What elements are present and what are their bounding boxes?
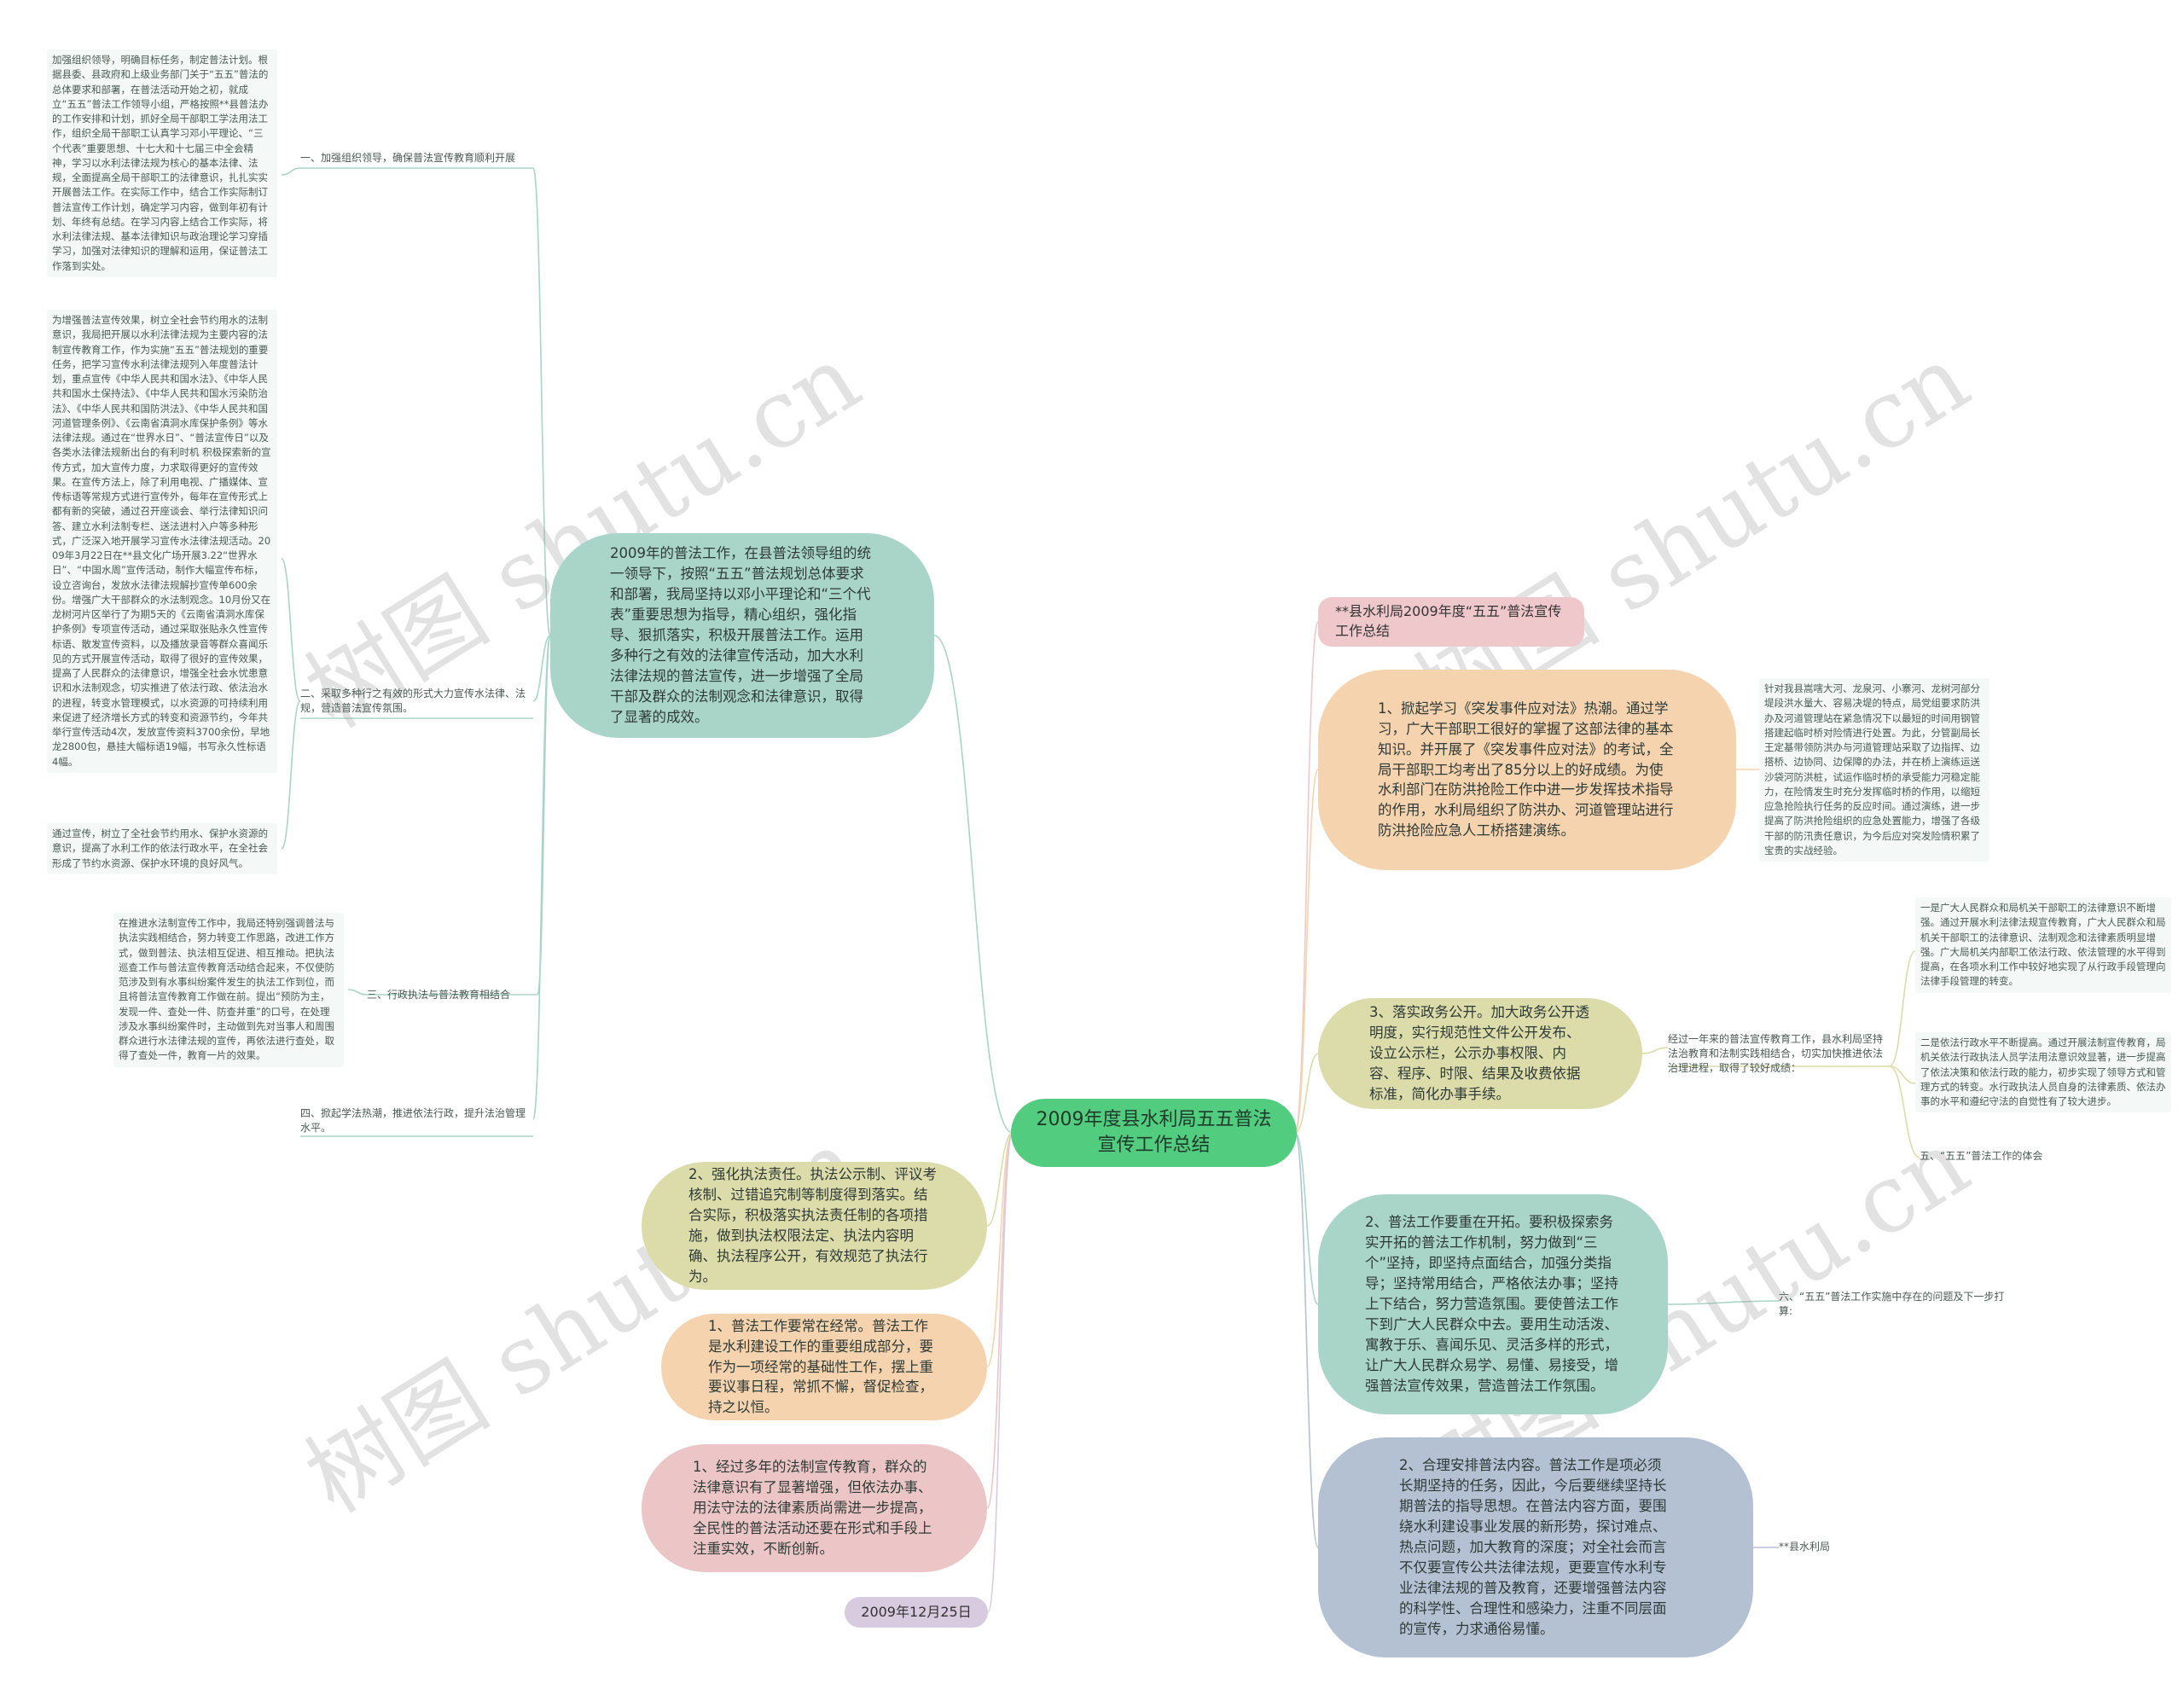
enforcement-node[interactable]: 2、强化执法责任。执法公示制、评议考核制、过错追究制等制度得到落实。结合实际，积… [642,1162,987,1290]
date-text: 2009年12月25日 [861,1603,972,1620]
link-sec1 [532,167,551,636]
central-topic[interactable]: 2009年度县水利局五五普法宣传工作总结 [1011,1099,1297,1167]
report-title-text: **县水利局2009年度“五五”普法宣传工作总结 [1335,603,1562,639]
emergency-law-text: 1、掀起学习《突发事件应对法》热潮。通过学习，广大干部职工很好的掌握了这部法律的… [1378,700,1674,839]
content-planning-text: 2、合理安排普法内容。普法工作是项必须长期坚持的任务，因此，今后要继续坚持长期普… [1399,1457,1667,1637]
link-awareness [986,1132,1014,1509]
author-label[interactable]: **县水利局 [1779,1541,1831,1553]
problems-label[interactable]: 六、“五五”普法工作实施中存在的问题及下一步打算: [1779,1291,2005,1318]
transparency-node[interactable]: 3、落实政务公开。加大政务公开透明度，实行规范性文件公开发布、设立公示栏，公示办… [1318,998,1642,1109]
achievements-label[interactable]: 经过一年来的普法宣传教育工作，县水利局坚持法治教育和法制实践相结合，切实加快推进… [1668,1033,1884,1075]
section-2-detail: 为增强普法宣传效果，树立全社会节约用水的法制意识，我局把开展以水利法律法规为主要… [47,310,277,773]
section-3-detail: 在推进水法制宣传工作中，我局还特别强调普法与执法实践相结合，努力转变工作思路，改… [113,913,344,1067]
enforcement-text: 2、强化执法责任。执法公示制、评议考核制、过错追究制等制度得到落实。结合实际，积… [688,1166,937,1285]
central-topic-label: 2009年度县水利局五五普法宣传工作总结 [1036,1109,1272,1156]
link-sec2-detail [281,558,301,702]
regular-work-node[interactable]: 1、普法工作要常在经常。普法工作是水利建设工作的重要组成部分，要作为一项经常的基… [661,1314,987,1420]
awareness-node[interactable]: 1、经过多年的法制宣传教育，群众的法律意识有了显著增强，但依法办事、用法守法的法… [642,1444,987,1572]
section-2-detail-2: 通过宣传，树立了全社会节约用水、保护水资源的意识，提高了水利工作的依法行政水平，… [47,823,277,874]
emergency-law-node[interactable]: 1、掀起学习《突发事件应对法》热潮。通过学习，广大干部职工很好的掌握了这部法律的… [1318,670,1736,870]
section-1-detail: 加强组织领导，明确目标任务，制定普法计划。根据县委、县政府和上级业务部门关于“五… [47,49,277,277]
link-content [1294,1132,1319,1548]
link-achievements [1641,1047,1669,1054]
regular-work-text: 1、普法工作要常在经常。普法工作是水利建设工作的重要组成部分，要作为一项经常的基… [708,1317,933,1416]
link-ach-1 [1889,950,1916,1067]
link-sec1-detail [281,167,301,176]
emergency-law-detail: 针对我县嵩嗐大河、龙泉河、小寨河、龙树河部分堤段洪水量大、容易决堤的特点，局党组… [1759,678,1989,862]
link-problems [1667,1300,1780,1305]
link-regular [986,1132,1014,1367]
pioneering-text: 2、普法工作要重在开拓。要积极探索务实开拓的普法工作机制，努力做到“三个”坚持，… [1365,1214,1618,1394]
link-title [1294,621,1319,1134]
link-experience [1889,1065,1920,1158]
link-pioneering [1294,1132,1319,1305]
link-sec3-detail [347,989,368,996]
section-3-label[interactable]: 三、行政执法与普法教育相结合 [367,989,511,1001]
link-date [987,1132,1014,1613]
experience-label[interactable]: 五、“五五”普法工作的体会 [1920,1150,2043,1162]
link-sec2-detail2 [281,700,301,850]
transparency-text: 3、落实政务公开。加大政务公开透明度，实行规范性文件公开发布、设立公示栏，公示办… [1369,1004,1589,1102]
pioneering-node[interactable]: 2、普法工作要重在开拓。要积极探索务实开拓的普法工作机制，努力做到“三个”坚持，… [1318,1194,1668,1414]
section-1-label[interactable]: 一、加强组织领导，确保普法宣传教育顺利开展 [300,152,516,164]
section-2-label[interactable]: 二、采取多种行之有效的形式大力宣传水法律、法规，营造普法宣传氛围。 [300,688,526,715]
awareness-text: 1、经过多年的法制宣传教育，群众的法律意识有了显著增强，但依法办事、用法守法的法… [693,1459,932,1557]
achievement-1: 一是广大人民群众和局机关干部职工的法律意识不断增强。通过开展水利法律法规宣传教育… [1915,897,2171,993]
link-transparency [1294,1053,1319,1134]
link-sec4 [532,635,551,1120]
link-sec3 [537,635,551,996]
link-enforcement [986,1132,1014,1227]
content-planning-node[interactable]: 2、合理安排普法内容。普法工作是项必须长期坚持的任务，因此，今后要继续坚持长期普… [1318,1437,1753,1657]
achievement-2: 二是依法行政水平不断提高。通过开展法制宣传教育，局机关依法行政执法人员学法用法意… [1915,1032,2171,1113]
report-title-node[interactable]: **县水利局2009年度“五五”普法宣传工作总结 [1318,597,1584,647]
link-summary [933,635,1014,1134]
summary-node[interactable]: 2009年的普法工作，在县普法领导组的统一领导下，按照“五五”普法规划总体要求和… [550,533,934,738]
link-emergency [1294,769,1319,1134]
link-sec2 [532,635,551,702]
summary-text: 2009年的普法工作，在县普法领导组的统一领导下，按照“五五”普法规划总体要求和… [610,545,871,725]
date-node[interactable]: 2009年12月25日 [845,1597,988,1628]
section-4-label[interactable]: 四、掀起学法热潮，推进依法行政，提升法治管理水平。 [300,1107,526,1135]
